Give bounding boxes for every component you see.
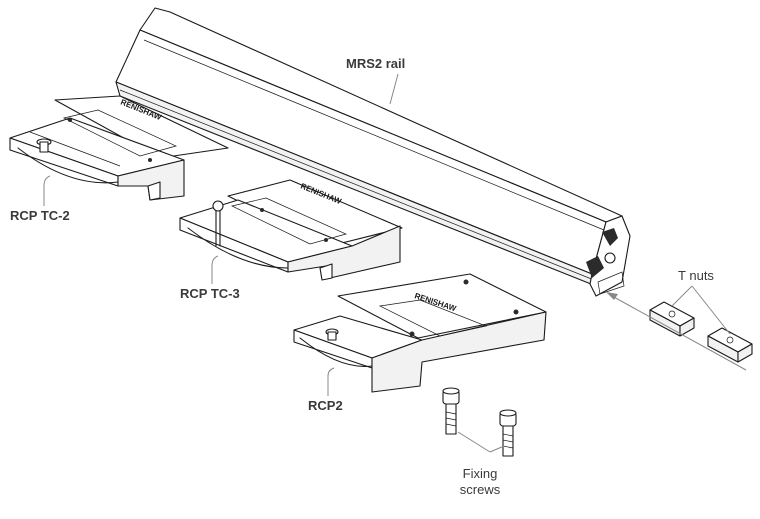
- label-rcp-tc2: RCP TC-2: [10, 208, 70, 223]
- fixing-screw-2: [499, 409, 517, 457]
- rcp2-port: RENISHAW: [293, 273, 547, 393]
- insertion-arrow: [606, 292, 747, 371]
- t-nut-1: [649, 301, 695, 337]
- label-fixing-line1: Fixing: [462, 466, 498, 481]
- label-fixing-screws: Fixing screws: [440, 466, 520, 498]
- label-rcp2: RCP2: [308, 398, 343, 413]
- fixing-screw-1: [442, 387, 460, 435]
- label-rcp-tc3: RCP TC-3: [180, 286, 240, 301]
- label-fixing-line2: screws: [459, 482, 501, 497]
- leader-lines: [43, 73, 731, 453]
- label-t-nuts: T nuts: [678, 268, 714, 283]
- t-nut-2: [707, 327, 753, 363]
- rcp-tc3-port: RENISHAW: [179, 179, 403, 281]
- mrs2-rail: [115, 7, 631, 297]
- label-mrs2-rail: MRS2 rail: [346, 56, 406, 71]
